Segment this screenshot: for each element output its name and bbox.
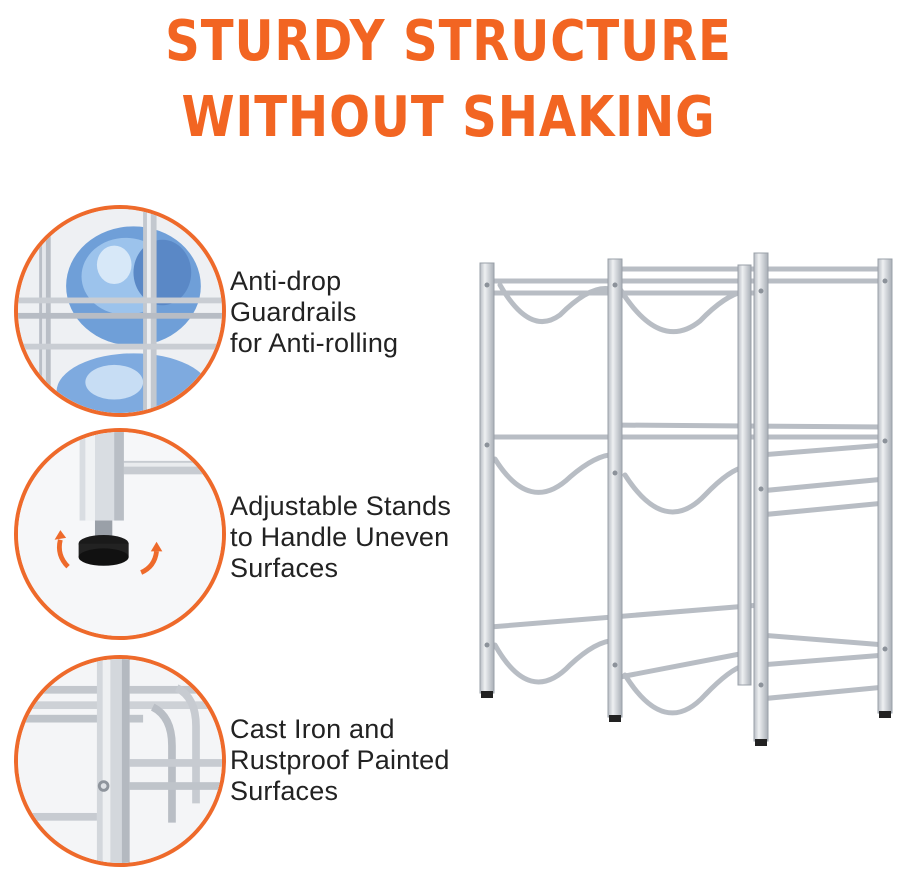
iron-frame-detail-image xyxy=(14,655,226,867)
headline: STURDY STRUCTURE WITHOUT SHAKING xyxy=(63,4,834,156)
headline-line-2: WITHOUT SHAKING xyxy=(181,85,716,150)
feature-cast-iron-text: Cast Iron and Rustproof Painted Surfaces xyxy=(230,714,450,807)
feature-adjustable-text: Adjustable Stands to Handle Uneven Surfa… xyxy=(230,491,451,584)
headline-line-1: STURDY STRUCTURE xyxy=(165,9,732,74)
water-bottle-rack-image xyxy=(460,245,897,765)
rack-icon xyxy=(479,252,893,746)
feature-2-line-1: Adjustable Stands xyxy=(230,491,452,521)
feature-1-line-2: Guardrails xyxy=(230,297,357,327)
feature-1-line-3: for Anti-rolling xyxy=(230,328,399,358)
feature-3-line-1: Cast Iron and xyxy=(230,714,395,744)
adjustable-foot-detail-image xyxy=(14,428,226,640)
water-bottle-guardrail-icon xyxy=(18,209,222,413)
guardrail-detail-image xyxy=(14,205,226,417)
feature-1-line-1: Anti-drop xyxy=(230,266,342,296)
feature-2-line-2: to Handle Uneven xyxy=(230,522,450,552)
adjustable-foot-icon xyxy=(18,432,222,636)
feature-3-line-2: Rustproof Painted xyxy=(230,745,450,775)
feature-2-line-3: Surfaces xyxy=(230,553,339,583)
feature-guardrails-text: Anti-drop Guardrails for Anti-rolling xyxy=(230,266,398,359)
feature-3-line-3: Surfaces xyxy=(230,776,339,806)
iron-frame-joint-icon xyxy=(18,659,222,863)
